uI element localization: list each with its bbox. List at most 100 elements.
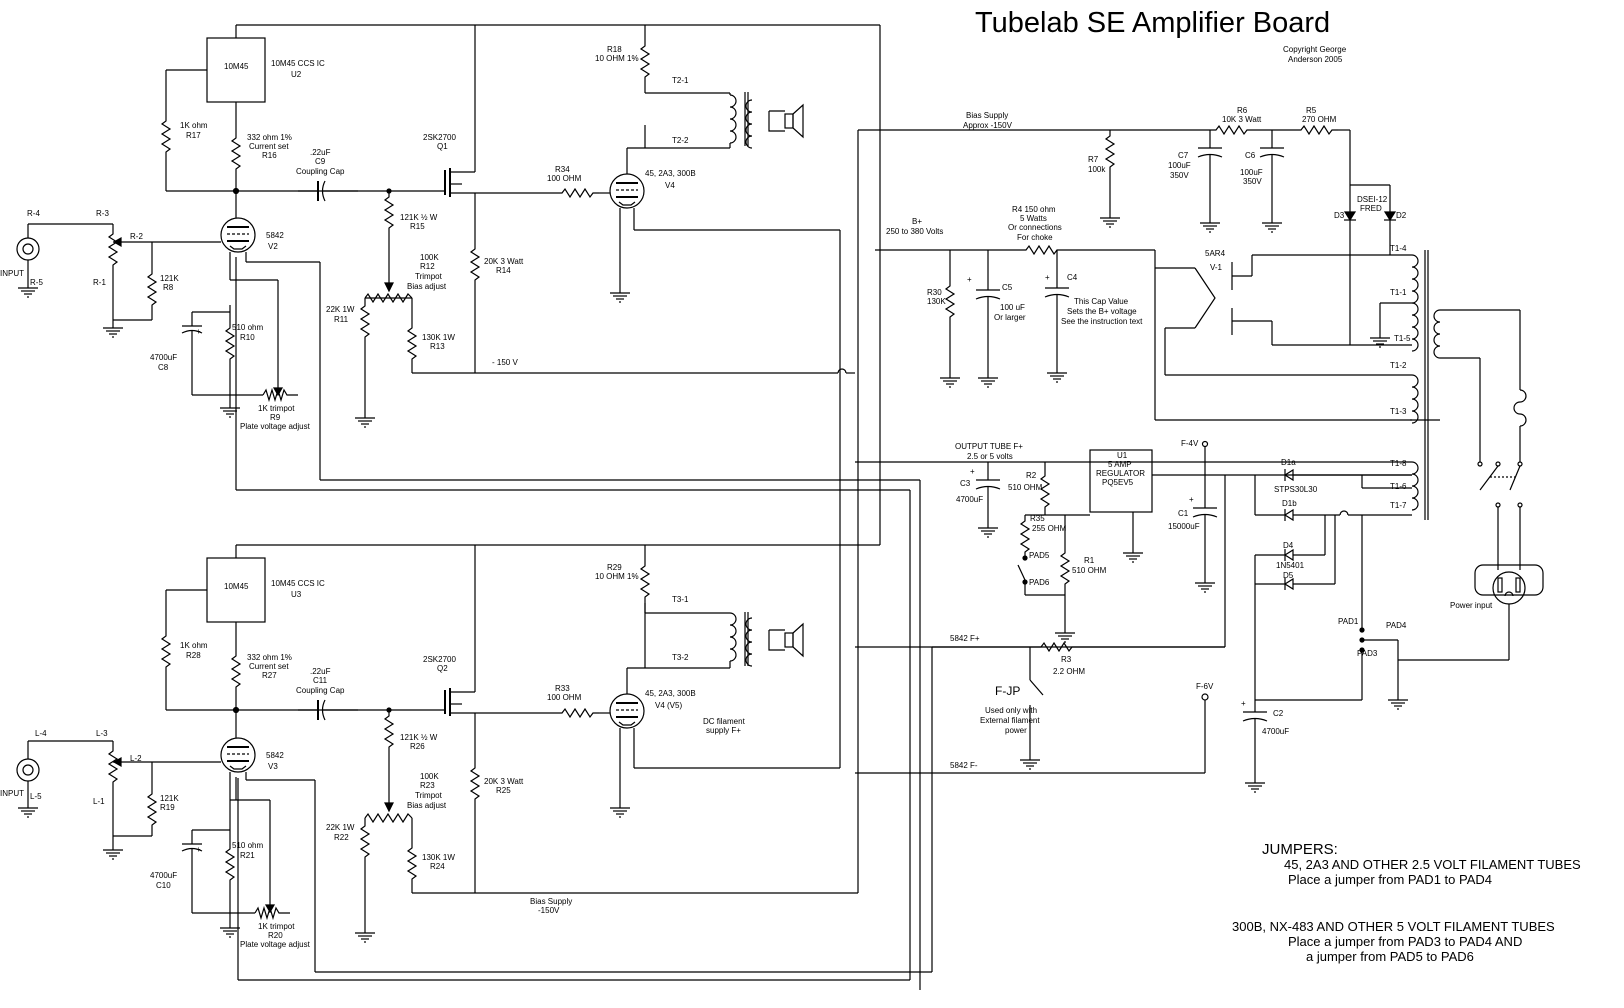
r5-value: 270 OHM xyxy=(1302,115,1337,124)
r16-note: Current set xyxy=(249,142,289,151)
jack-r2: R-2 xyxy=(130,232,143,241)
r4-watt: 5 Watts xyxy=(1020,214,1047,223)
r12-note-2: Bias adjust xyxy=(407,282,447,291)
jumper-line-5: a jumper from PAD5 to PAD6 xyxy=(1306,949,1474,964)
copyright-line-2: Anderson 2005 xyxy=(1288,55,1343,64)
r22-ref: R22 xyxy=(334,833,349,842)
r4-ref: R4 150 ohm xyxy=(1012,205,1056,214)
r26-value: 121K ½ W xyxy=(400,733,438,742)
c9-ref: C9 xyxy=(315,157,326,166)
c9-note: Coupling Cap xyxy=(296,167,345,176)
r28-ref: R28 xyxy=(186,651,201,660)
r4-note-1: Or connections xyxy=(1008,223,1062,232)
jack-l1: L-1 xyxy=(93,797,105,806)
jumper-line-2: Place a jumper from PAD1 to PAD4 xyxy=(1288,872,1492,887)
r24-ref: R24 xyxy=(430,862,445,871)
t1-5-label: T1-5 xyxy=(1394,334,1411,343)
jumpers-notes: JUMPERS: 45, 2A3 AND OTHER 2.5 VOLT FILA… xyxy=(1232,841,1622,964)
v3-ref: V3 xyxy=(268,762,278,771)
d1-type: STPS30L30 xyxy=(1274,485,1318,494)
d5-label: D5 xyxy=(1283,571,1294,580)
c8-plus: + xyxy=(196,327,201,336)
c8-ref: C8 xyxy=(158,363,169,372)
c1-value: 15000uF xyxy=(1168,522,1200,531)
channel-bottom-circuit: 10M45 10M45 CCS IC U3 1K ohm R28 332 ohm… xyxy=(0,130,933,981)
c5-plus: + xyxy=(967,275,972,284)
c3-value: 4700uF xyxy=(956,495,983,504)
r4-note-2: For choke xyxy=(1017,233,1053,242)
r5-ref: R5 xyxy=(1306,106,1317,115)
jumper-line-4: Place a jumper from PAD3 to PAD4 AND xyxy=(1288,934,1523,949)
v1-ref: V-1 xyxy=(1210,263,1223,272)
r18-value: 10 OHM 1% xyxy=(595,54,639,63)
fjp-note-1: Used only with xyxy=(985,706,1037,715)
f5842p-label: 5842 F+ xyxy=(950,634,980,643)
jack-l3: L-3 xyxy=(96,729,108,738)
q2-ref: Q2 xyxy=(437,664,448,673)
r27-note: Current set xyxy=(249,662,289,671)
r27-value: 332 ohm 1% xyxy=(247,653,292,662)
d2-label: D2 xyxy=(1396,211,1407,220)
dc-fil-line-2: supply F+ xyxy=(706,726,741,735)
r20-value: 1K trimpot xyxy=(258,922,295,931)
f4v-label: F-4V xyxy=(1181,439,1199,448)
r13-value: 130K 1W xyxy=(422,333,455,342)
c4-note-3: See the instruction text xyxy=(1061,317,1143,326)
d1a-label: D1a xyxy=(1281,458,1296,467)
f5842m-label: 5842 F- xyxy=(950,761,978,770)
t1-2-label: T1-2 xyxy=(1390,361,1407,370)
c1-ref: C1 xyxy=(1178,509,1189,518)
c4-ref: C4 xyxy=(1067,273,1078,282)
r20-ref: R20 xyxy=(268,931,283,940)
r25-ref: R25 xyxy=(496,786,511,795)
c2-ref: C2 xyxy=(1273,709,1284,718)
r2-ref: R2 xyxy=(1026,471,1037,480)
r6-value: 10K 3 Watt xyxy=(1222,115,1262,124)
diodes-type: DSEI-12 xyxy=(1357,195,1388,204)
t1-1-label: T1-1 xyxy=(1390,288,1407,297)
r1-ref: R1 xyxy=(1084,556,1095,565)
c2-value: 4700uF xyxy=(1262,727,1289,736)
jumpers-heading: JUMPERS: xyxy=(1262,841,1338,858)
u3-ic-label: 10M45 xyxy=(224,582,249,591)
r30-ref: R30 xyxy=(927,288,942,297)
r8-ref: R8 xyxy=(163,283,174,292)
q1-ref: Q1 xyxy=(437,142,448,151)
bias-supply-bottom-2: -150V xyxy=(538,906,560,915)
r24-value: 130K 1W xyxy=(422,853,455,862)
dc-fil-line-1: DC filament xyxy=(703,717,746,726)
c10-plus: + xyxy=(196,845,201,854)
r19-ref: R19 xyxy=(160,803,175,812)
v2-type: 5842 xyxy=(266,231,284,240)
q2-type: 2SK2700 xyxy=(423,655,456,664)
fjp-note-2: External filament xyxy=(980,716,1040,725)
t3-1-label: T3-1 xyxy=(672,595,689,604)
c10-ref: C10 xyxy=(156,881,171,890)
r16-ref: R16 xyxy=(262,151,277,160)
c4-plus: + xyxy=(1045,273,1050,282)
r26-ref: R26 xyxy=(410,742,425,751)
r23-note-2: Bias adjust xyxy=(407,801,447,810)
r21-value: 510 ohm xyxy=(232,841,263,850)
v4-type: 45, 2A3, 300B xyxy=(645,169,696,178)
r16-value: 332 ohm 1% xyxy=(247,133,292,142)
t1-8-label: T1-8 xyxy=(1390,459,1407,468)
v4-ref: V4 xyxy=(665,181,675,190)
r22-value: 22K 1W xyxy=(326,823,355,832)
minus150-label: - 150 V xyxy=(492,358,518,367)
r10-value: 510 ohm xyxy=(232,323,263,332)
c5-value: 100 uF xyxy=(1000,303,1025,312)
bias-supply-bottom-1: Bias Supply xyxy=(530,897,572,906)
t1-7-label: T1-7 xyxy=(1390,501,1407,510)
r12-note-1: Trimpot xyxy=(415,272,443,281)
c11-value: .22uF xyxy=(310,667,331,676)
t3-2-label: T3-2 xyxy=(672,653,689,662)
r30-value: 130K xyxy=(927,297,946,306)
power-supply-circuit: Bias Supply Approx -150V R7 100k C7 100u… xyxy=(855,106,1544,793)
u3-desc: 10M45 CCS IC xyxy=(271,579,325,588)
r23-ref: R23 xyxy=(420,781,435,790)
r15-value: 121K ½ W xyxy=(400,213,438,222)
bplus-label: B+ xyxy=(912,217,922,226)
u1-amp: 5 AMP xyxy=(1108,460,1132,469)
r11-ref: R11 xyxy=(334,315,349,324)
